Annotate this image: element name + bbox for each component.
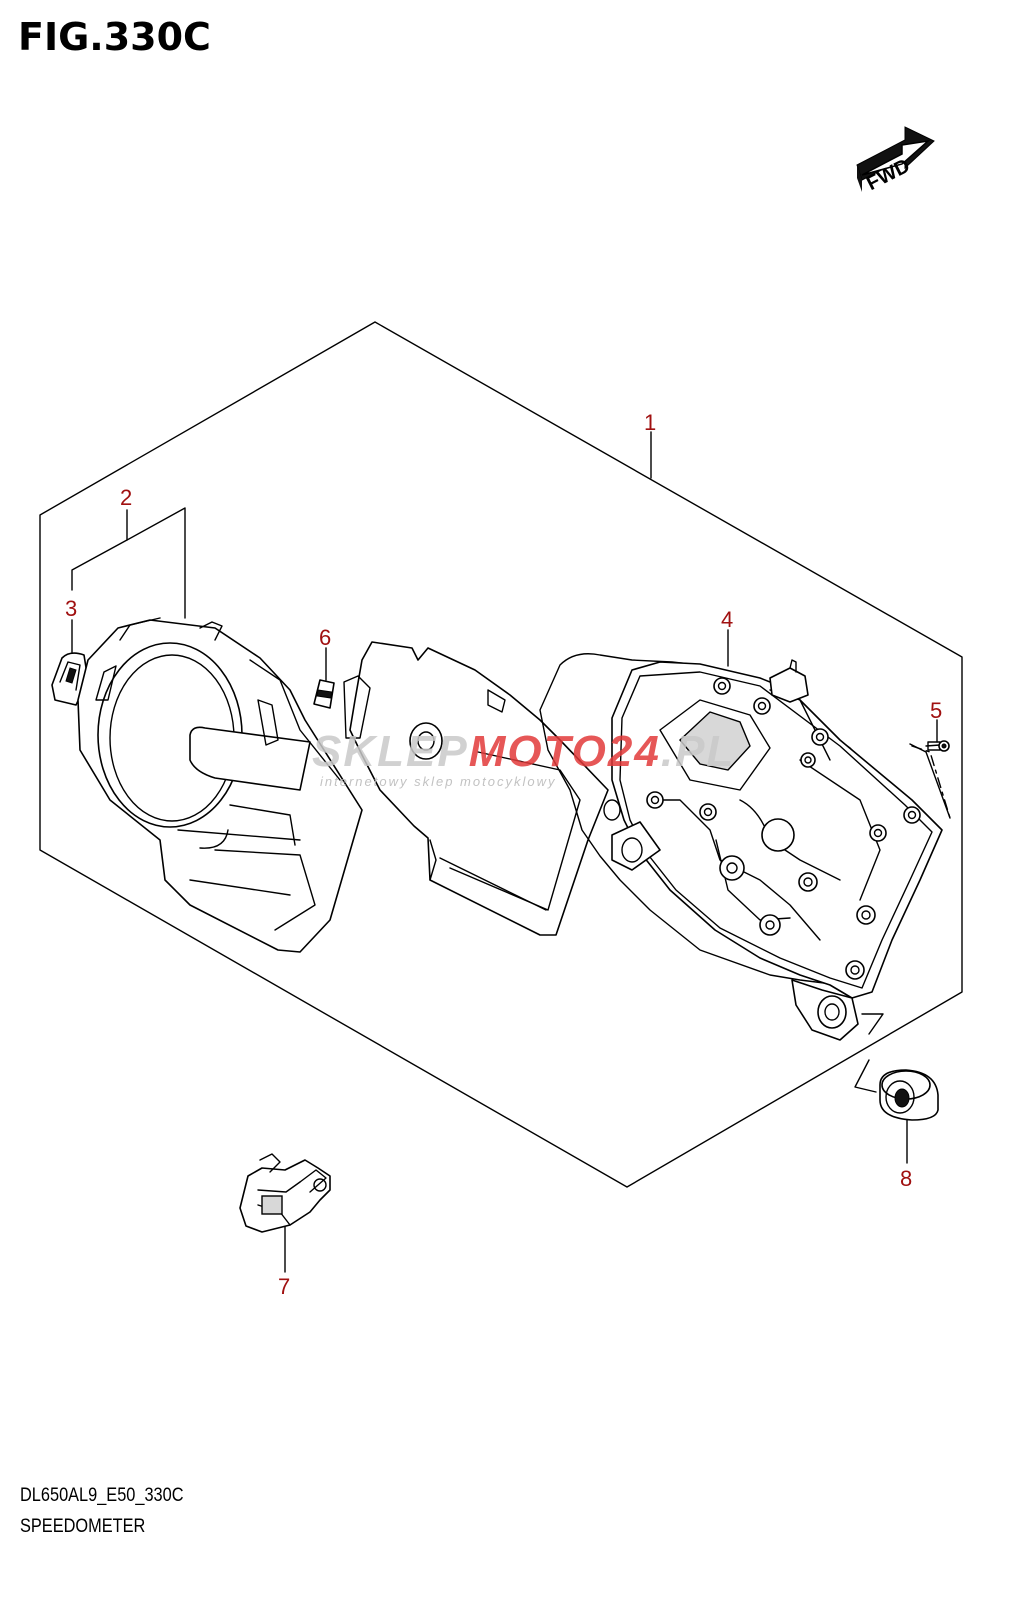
- figure-title: FIG.330C: [18, 15, 211, 59]
- svg-text:SKLEPMOTO24.PL: SKLEPMOTO24.PL: [312, 727, 735, 776]
- watermark-brand-part1: SKLEP: [312, 727, 469, 776]
- section-name: SPEEDOMETER: [20, 1516, 146, 1537]
- fwd-arrow-icon: FWD: [856, 126, 935, 195]
- part-2-meter-cover: [77, 617, 363, 953]
- model-code: DL650AL9_E50_330C: [20, 1485, 184, 1506]
- callout-8: 8: [900, 1166, 912, 1191]
- watermark: SKLEPMOTO24.PL internetowy sklep motocyk…: [312, 727, 735, 789]
- leader-lines: [71, 431, 951, 1273]
- callout-5: 5: [930, 698, 942, 723]
- assembly-outline: [39, 321, 963, 1188]
- callout-1: 1: [644, 410, 656, 435]
- callout-6: 6: [319, 625, 331, 650]
- part-8-grommet: [879, 1069, 939, 1121]
- watermark-brand-part3: 24: [607, 727, 661, 776]
- watermark-brand-part2: MOTO: [469, 727, 608, 776]
- part-5-screw: [925, 740, 950, 752]
- part-7-connector: [239, 1153, 331, 1233]
- meter-lens-plate: [343, 641, 621, 936]
- watermark-tagline: internetowy sklep motocyklowy: [320, 774, 556, 789]
- part-4-meter-case: [611, 659, 943, 1041]
- callout-4: 4: [721, 607, 733, 632]
- watermark-brand-part4: .PL: [661, 727, 735, 776]
- callout-3: 3: [65, 596, 77, 621]
- part-6-clip: [313, 679, 335, 709]
- callout-2: 2: [120, 485, 132, 510]
- callout-7: 7: [278, 1274, 290, 1299]
